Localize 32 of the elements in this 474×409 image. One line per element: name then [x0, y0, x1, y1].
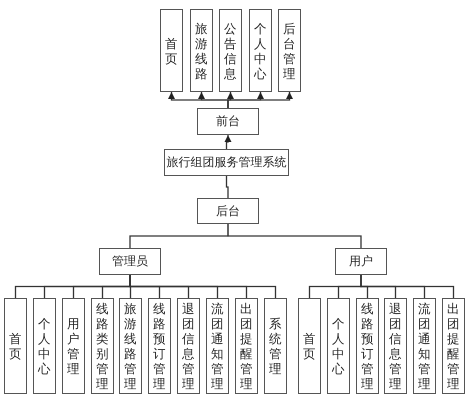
module-box: 出团提醒管理	[235, 298, 258, 394]
connector-line	[226, 176, 229, 198]
connector-line	[227, 224, 362, 248]
module-box: 个人中心	[327, 298, 350, 394]
connector-line	[360, 275, 454, 298]
module-box: 首页	[160, 9, 183, 92]
module-box: 线路预订管理	[148, 298, 171, 394]
module-box: 流团通知管理	[413, 298, 436, 394]
module-box: 旅行组团服务管理系统	[164, 149, 289, 176]
arrow	[227, 92, 293, 108]
module-box: 首页	[298, 298, 321, 394]
module-box: 个人中心	[33, 298, 56, 394]
module-box: 前台	[197, 108, 259, 135]
module-box: 后台	[197, 198, 259, 224]
module-box: 退团信息管理	[384, 298, 407, 394]
module-box: 管理员	[99, 248, 161, 275]
module-box: 系统管理	[264, 298, 287, 394]
module-box: 个人中心	[249, 9, 272, 92]
module-box: 线路类别管理	[91, 298, 114, 394]
arrow	[224, 135, 232, 149]
module-box: 首页	[4, 298, 27, 394]
module-box: 出团提醒管理	[442, 298, 465, 394]
module-box: 用户	[335, 248, 387, 275]
module-box: 流团通知管理	[206, 298, 229, 394]
connector-line	[129, 275, 276, 298]
module-box: 旅游线路	[190, 9, 213, 92]
module-box: 用户管理	[62, 298, 85, 394]
module-box: 退团信息管理	[177, 298, 200, 394]
module-box: 线路预订管理	[356, 298, 379, 394]
module-box: 公告信息	[219, 9, 242, 92]
module-box: 后台管理	[278, 9, 301, 92]
module-box: 旅游线路管理	[119, 298, 142, 394]
